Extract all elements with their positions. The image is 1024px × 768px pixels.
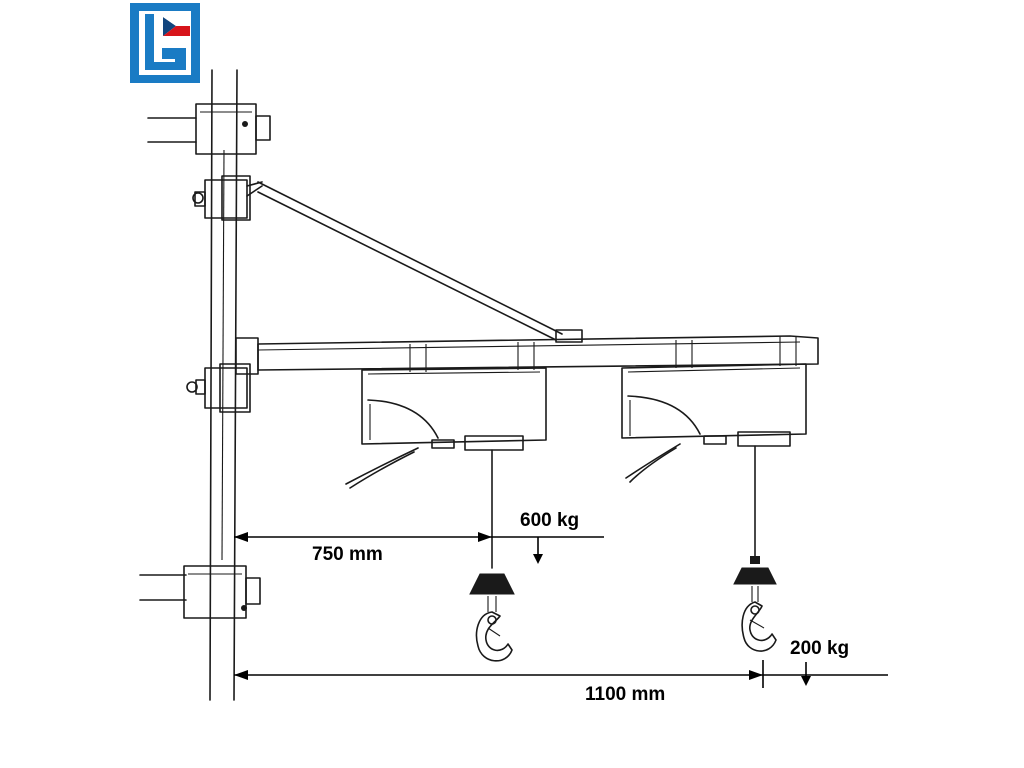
bracket-clamp-upper <box>192 175 263 221</box>
hoist-inner <box>345 367 547 489</box>
scaffold-tube-upper <box>147 117 197 143</box>
hook-icon-outer <box>741 601 777 652</box>
coupler-upper <box>195 103 271 155</box>
jib-boom <box>257 335 819 372</box>
load-arrow-inner <box>533 537 543 564</box>
load-arrow-outer <box>801 662 811 686</box>
scaffold-mast <box>209 69 238 701</box>
scaffold-tube-lower <box>139 574 187 601</box>
dimension-1100 <box>234 660 888 688</box>
load-inner-label: 600 kg <box>520 510 579 531</box>
reach-inner-label: 750 mm <box>312 544 383 565</box>
tie-rod <box>257 181 583 343</box>
hook-icon <box>475 611 513 662</box>
bracket-clamp-lower <box>186 337 259 413</box>
dimension-750 <box>234 532 604 542</box>
hoist-outer <box>621 363 807 483</box>
hook-block-inner <box>469 449 515 612</box>
coupler-lower <box>183 565 261 619</box>
load-outer-label: 200 kg <box>790 638 849 659</box>
hook-block-outer <box>733 445 777 602</box>
logo-icon <box>130 3 200 83</box>
reach-outer-label: 1100 mm <box>585 684 665 705</box>
